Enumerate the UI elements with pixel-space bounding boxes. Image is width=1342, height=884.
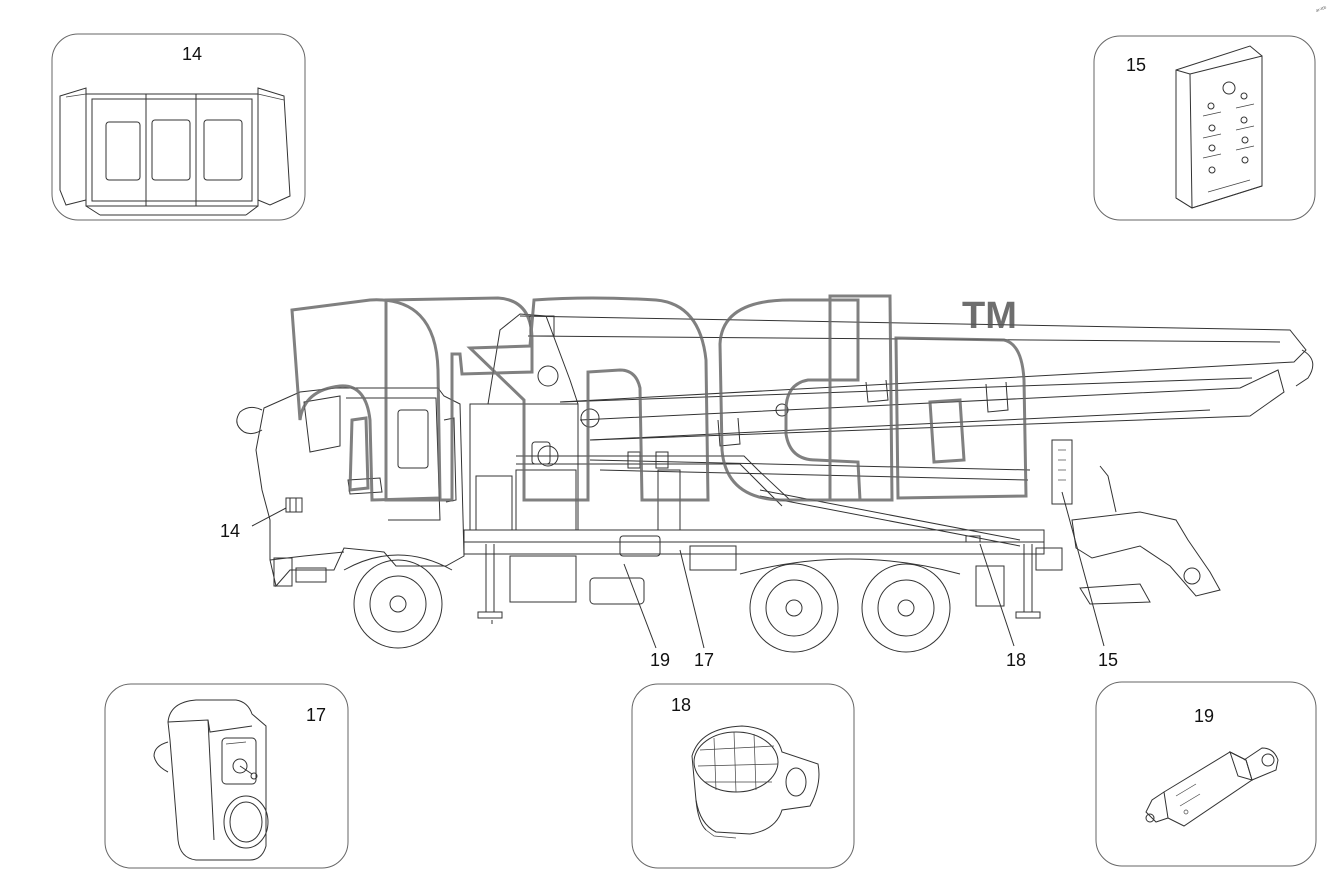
- callout-17: 17: [694, 650, 714, 670]
- window-frame-assembly: [59, 87, 291, 216]
- brand-watermark: TM: [290, 294, 1028, 502]
- detail-label-18: 18: [671, 695, 691, 715]
- detail-label-14: 14: [182, 44, 202, 64]
- main-callouts: 14 19 17 18 15: [220, 521, 1118, 670]
- outriggers: [477, 544, 1041, 624]
- pump-hopper: [1051, 439, 1221, 605]
- callout-19: 19: [650, 650, 670, 670]
- detail-panel-18: 18: [631, 683, 855, 869]
- detail-label-17: 17: [306, 705, 326, 725]
- callout-15: 15: [1098, 650, 1118, 670]
- truck-chassis: [463, 529, 1063, 605]
- callout-14: 14: [220, 521, 240, 541]
- leader-lines: [251, 491, 1105, 649]
- trademark-symbol: TM: [962, 295, 1017, 337]
- control-box-illustration: [1175, 45, 1263, 209]
- detail-panel-15: 15: [1093, 35, 1316, 221]
- detail-label-15: 15: [1126, 55, 1146, 75]
- boom-arms: [516, 315, 1314, 507]
- joystick-box-illustration: [153, 699, 269, 861]
- corner-note: ar-ttb: [1315, 4, 1327, 13]
- hydraulic-lines: [619, 469, 1021, 607]
- truck-wheels: [343, 554, 961, 653]
- watermark-logo-outline: [290, 294, 1028, 502]
- callout-18: 18: [1006, 650, 1026, 670]
- detail-panel-14: 14: [51, 33, 306, 221]
- detail-label-19: 19: [1194, 706, 1214, 726]
- detail-panel-17: 17: [104, 683, 349, 869]
- limit-switch-illustration: [1145, 747, 1279, 827]
- sensor-illustration: [691, 725, 820, 839]
- detail-panel-19: 19: [1095, 681, 1317, 867]
- concrete-pump-truck: [236, 313, 1314, 653]
